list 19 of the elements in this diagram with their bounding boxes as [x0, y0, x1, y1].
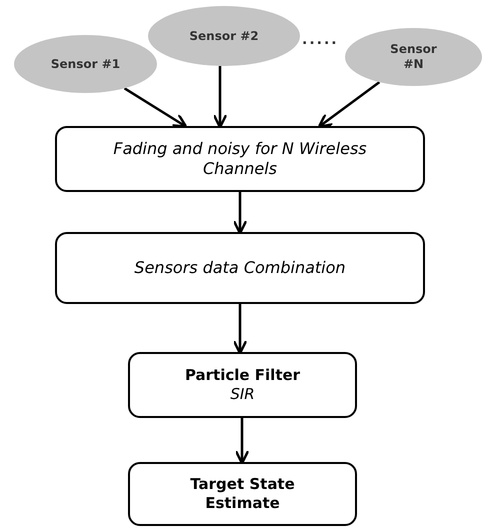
arrow	[232, 192, 248, 234]
ellipsis-dots: .....	[302, 31, 339, 50]
arrow	[318, 81, 380, 128]
node-text: Sensor #N	[389, 42, 438, 72]
process-box	[55, 126, 425, 192]
arrow	[234, 418, 250, 464]
node-text: Target State Estimate	[189, 475, 296, 513]
arrow	[212, 66, 228, 128]
process-box	[128, 352, 357, 418]
arrow	[124, 87, 188, 128]
arrow	[232, 304, 248, 354]
node-text: Sensors data Combination	[133, 258, 347, 278]
node-text: SIR	[229, 385, 256, 404]
node-text: Sensor #1	[50, 56, 122, 72]
process-box	[128, 462, 357, 526]
process-box	[55, 232, 425, 304]
node-text: Fading and noisy for N Wireless Channels	[112, 139, 368, 179]
node-text: Particle Filter	[184, 366, 302, 385]
node-text: Sensor #2	[188, 28, 260, 44]
